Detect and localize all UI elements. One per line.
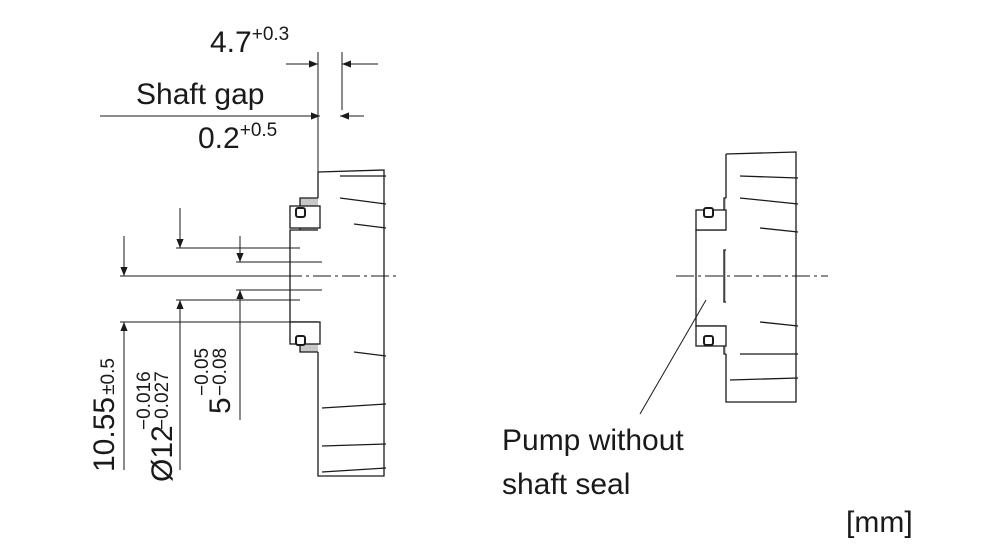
svg-text:Ø12: Ø12: [146, 425, 179, 482]
o-ring-right-top: [703, 207, 714, 218]
dim-5: 5 −0.05 −0.08: [192, 348, 237, 414]
callout-line-2: shaft seal: [502, 468, 630, 501]
dim-shaft-gap: 0.2+0.5: [198, 120, 277, 155]
svg-text:−0.08: −0.08: [210, 348, 231, 396]
housing: [317, 169, 385, 477]
unit-label: [mm]: [846, 506, 913, 539]
housing-right: [725, 151, 797, 403]
svg-text:−0.05: −0.05: [192, 348, 213, 396]
dim-10-55: 10.55±0.5: [88, 358, 121, 472]
svg-text:−0.016: −0.016: [134, 371, 155, 430]
o-ring-right-bottom: [703, 335, 714, 346]
svg-text:5: 5: [204, 397, 237, 414]
dimension-lines: [100, 52, 378, 470]
callout-leader: [639, 299, 707, 415]
svg-text:10.55±0.5: 10.55±0.5: [88, 358, 121, 472]
dim-diameter-12: Ø12 −0.016 −0.027: [134, 371, 179, 482]
shaft-gap-label: Shaft gap: [136, 78, 264, 111]
pump-with-shaft-seal: [289, 169, 387, 477]
dim-4-7: 4.7+0.3: [210, 24, 289, 59]
callout-line-1: Pump without: [502, 424, 684, 457]
svg-text:−0.027: −0.027: [152, 371, 173, 430]
o-ring-bottom: [295, 335, 306, 346]
o-ring-top: [295, 207, 306, 218]
pump-without-shaft-seal: [695, 151, 799, 403]
